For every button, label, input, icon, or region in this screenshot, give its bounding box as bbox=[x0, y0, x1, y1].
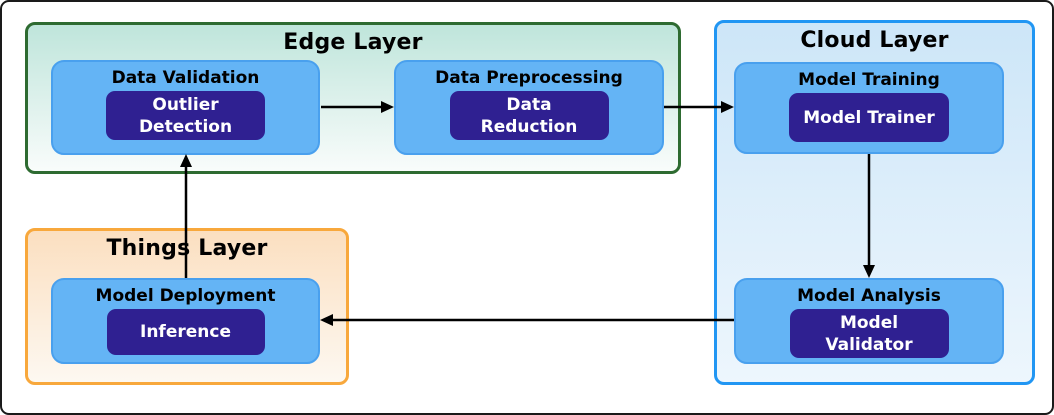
edge-layer-container: Edge Layer Data Validation Outlier Detec… bbox=[25, 22, 681, 174]
things-layer-title: Things Layer bbox=[106, 236, 268, 261]
node-model-training: Model Training Model Trainer bbox=[734, 62, 1004, 154]
cloud-layer-title: Cloud Layer bbox=[800, 28, 949, 53]
node-data-validation-title: Data Validation bbox=[111, 68, 260, 88]
cloud-layer-container: Cloud Layer Model Training Model Trainer… bbox=[714, 20, 1035, 385]
node-data-preprocessing-title: Data Preprocessing bbox=[435, 68, 623, 88]
chip-data-reduction: Data Reduction bbox=[449, 91, 609, 140]
edge-layer-title: Edge Layer bbox=[283, 30, 423, 55]
node-model-analysis-title: Model Analysis bbox=[797, 286, 941, 306]
things-layer-container: Things Layer Model Deployment Inference bbox=[25, 228, 349, 385]
node-data-validation: Data Validation Outlier Detection bbox=[51, 60, 320, 155]
node-model-deployment-title: Model Deployment bbox=[95, 286, 276, 306]
node-model-analysis: Model Analysis Model Validator bbox=[734, 278, 1004, 364]
chip-model-validator: Model Validator bbox=[789, 309, 949, 358]
node-model-deployment: Model Deployment Inference bbox=[51, 278, 320, 364]
node-model-training-title: Model Training bbox=[798, 70, 940, 90]
chip-model-trainer: Model Trainer bbox=[789, 93, 949, 142]
arrow-analysis-to-deployment bbox=[320, 314, 734, 326]
chip-outlier-detection: Outlier Detection bbox=[106, 91, 265, 140]
node-data-preprocessing: Data Preprocessing Data Reduction bbox=[394, 60, 664, 155]
chip-inference: Inference bbox=[106, 309, 265, 355]
